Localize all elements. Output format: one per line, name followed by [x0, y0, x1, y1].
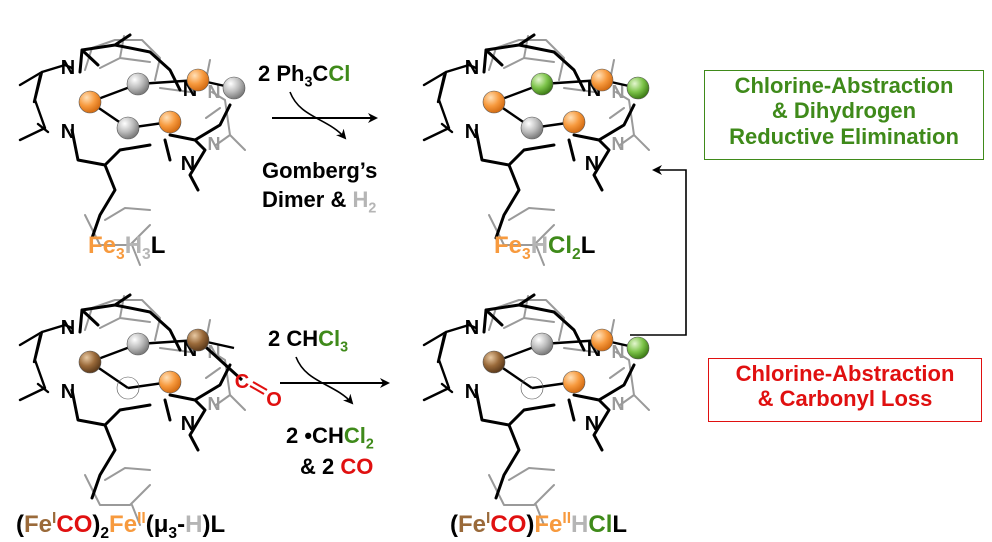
bridge-atom-a — [126, 72, 150, 96]
svg-text:O: O — [266, 389, 282, 411]
red-annotation-box: Chlorine-Abstraction & Carbonyl Loss — [708, 358, 982, 422]
metal-atom-2 — [158, 370, 182, 394]
red-box-line1: Chlorine-Abstraction — [735, 361, 955, 386]
svg-text:N: N — [612, 342, 625, 362]
green-box-line2: & Dihydrogen — [771, 98, 917, 124]
bottom-reagent-label: 2 CHCl3 — [268, 326, 349, 356]
svg-text:N: N — [61, 381, 75, 403]
svg-text:N: N — [181, 153, 195, 175]
metal-atom-1 — [78, 350, 102, 374]
compound-label-fe3h3l: Fe3H3L — [88, 232, 166, 263]
svg-text:C: C — [235, 371, 249, 393]
bridge-atom-a — [530, 332, 554, 356]
svg-text:N: N — [61, 317, 75, 339]
bottom-byproduct-line2: & 2 CO — [300, 454, 374, 479]
bottom-reaction-arrow — [280, 356, 390, 405]
terminal-atom — [222, 76, 246, 100]
svg-text:N: N — [208, 134, 221, 154]
metal-atom-3 — [186, 328, 210, 352]
svg-text:N: N — [612, 394, 625, 414]
bridge-atom-a — [530, 72, 554, 96]
compound-label-fe3hcl2l: Fe3HCl2L — [494, 232, 596, 263]
top-reagent-label: 2 Ph3CCl — [258, 61, 351, 91]
svg-text:N: N — [465, 381, 479, 403]
svg-text:N: N — [465, 57, 479, 79]
bottom-byproduct-line1: 2 •CHCl2 — [286, 423, 374, 453]
terminal-atom — [626, 76, 650, 100]
bridge-atom-b — [116, 116, 140, 140]
metal-atom-2 — [562, 110, 586, 134]
metal-atom-3 — [590, 68, 614, 92]
top-reaction-arrow — [272, 91, 378, 140]
green-box-line3: Reductive Elimination — [729, 123, 959, 149]
svg-text:N: N — [612, 134, 625, 154]
metal-atom-1 — [78, 90, 102, 114]
top-byproduct-line1: Gomberg’s — [262, 158, 378, 183]
svg-text:N: N — [465, 121, 479, 143]
metal-atom-3 — [186, 68, 210, 92]
compound-label-feco2-fe-mu3h: (FeICO)2FeII(μ3-H)L — [16, 510, 226, 542]
return-arrow — [630, 165, 687, 336]
bridge-atom-b — [520, 116, 544, 140]
metal-atom-1 — [482, 350, 506, 374]
svg-text:N: N — [465, 317, 479, 339]
bridge-atom-a — [126, 332, 150, 356]
compound-label-feco-fe-hcl: (FeICO)FeIIHClL — [450, 510, 628, 538]
svg-text:N: N — [612, 82, 625, 102]
terminal-atom — [626, 336, 650, 360]
bridge-atom-b — [520, 376, 544, 400]
svg-text:N: N — [61, 121, 75, 143]
svg-text:N: N — [208, 82, 221, 102]
svg-text:N: N — [61, 57, 75, 79]
metal-atom-2 — [562, 370, 586, 394]
red-box-line2: & Carbonyl Loss — [757, 386, 933, 412]
metal-atom-1 — [482, 90, 506, 114]
svg-text:N: N — [181, 413, 195, 435]
svg-text:N: N — [585, 153, 599, 175]
green-annotation-box: Chlorine-Abstraction & Dihydrogen Reduct… — [704, 70, 984, 160]
metal-atom-3 — [590, 328, 614, 352]
bridge-atom-b — [116, 376, 140, 400]
top-byproduct-line2: Dimer & H2 — [262, 187, 377, 217]
green-box-line1: Chlorine-Abstraction — [734, 73, 954, 98]
svg-text:N: N — [585, 413, 599, 435]
metal-atom-2 — [158, 110, 182, 134]
svg-text:N: N — [208, 394, 221, 414]
